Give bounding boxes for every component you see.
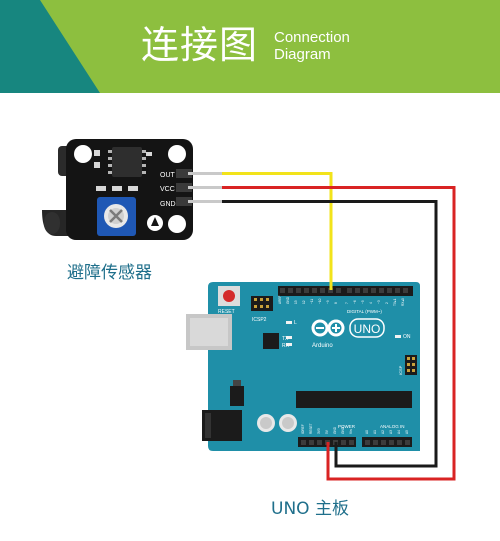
power-pin-label: GND: [333, 426, 337, 434]
analog-pin-label: A3: [389, 430, 393, 434]
mount-hole-icon: [168, 145, 186, 163]
power-pin-label: Vin: [349, 429, 353, 434]
digital-pin-label: 4: [369, 302, 373, 304]
wire-vcc-red: [222, 186, 456, 481]
led-label-on: ON: [403, 334, 411, 340]
digital-pin-label: 2: [385, 302, 389, 304]
digital-pin-label: GND: [286, 296, 290, 304]
analog-label: ANALOG IN: [380, 424, 405, 429]
power-pin-label: 5V: [325, 429, 329, 434]
icsp-label: ICSP: [398, 365, 403, 375]
led-label-l: L: [294, 320, 297, 326]
digital-pin-label: 7: [345, 302, 349, 304]
wire-out-yellow: [222, 172, 333, 290]
digital-header: [278, 286, 413, 296]
digital-pin-label: TX▸1: [393, 298, 397, 306]
voltage-regulator: [230, 386, 244, 406]
icsp-header: [405, 355, 417, 375]
page-subtitle: Connection Diagram: [274, 29, 350, 63]
pin-label-vcc: VCC: [160, 186, 175, 193]
obstacle-sensor-module: OUT VCC GND: [42, 139, 224, 240]
mount-hole-icon: [74, 145, 92, 163]
power-label: POWER: [338, 424, 356, 429]
connection-wires: [222, 172, 456, 481]
digital-pin-label: ~3: [377, 300, 381, 304]
digital-pin-label: RX◂0: [401, 298, 405, 306]
header-banner: 连接图 Connection Diagram: [0, 0, 500, 93]
uno-logo-text: UNO: [354, 322, 381, 336]
atmega-chip: [296, 391, 412, 408]
arduino-logo-icon: [311, 319, 345, 337]
board-pcb: [208, 282, 420, 451]
led-label-tx: TX: [282, 336, 289, 342]
analog-pin-label: A4: [397, 430, 401, 434]
digital-pin-label: 8: [334, 302, 338, 304]
analog-pin-label: A5: [405, 430, 409, 434]
arduino-uno-board: RESET ICSP2 L TX RX ON UNO Arduino: [186, 282, 420, 451]
subtitle-line-1: Connection: [274, 29, 350, 46]
usb-chip: [263, 333, 279, 349]
power-pin-label: 3V3: [317, 428, 321, 434]
digital-pin-label: ~5: [361, 300, 365, 304]
analog-pin-label: A2: [381, 430, 385, 434]
board-caption: UNO 主板: [271, 499, 349, 519]
analog-pin-label: A1: [373, 430, 377, 434]
analog-pin-label: A0: [365, 430, 369, 434]
subtitle-line-2: Diagram: [274, 46, 331, 63]
digital-pin-label: ~6: [353, 300, 357, 304]
pin-label-gnd: GND: [160, 201, 176, 208]
digital-pin-label: ~10: [318, 298, 322, 304]
digital-label: DIGITAL (PWM~): [347, 309, 382, 314]
pin-label-out: OUT: [160, 172, 176, 179]
led-label-rx: RX: [282, 343, 290, 349]
digital-header-pins: [280, 288, 408, 293]
digital-pin-label: ~11: [310, 299, 314, 304]
wire-gnd-black: [222, 200, 438, 468]
power-pin-label: IOREF: [301, 424, 305, 434]
power-pin-label: GND: [341, 426, 345, 434]
analog-header: [362, 437, 412, 447]
page-title: 连接图: [141, 23, 259, 67]
comparator-chip: [112, 147, 142, 177]
reset-label: RESET: [218, 309, 235, 315]
digital-pin-label: AREF: [278, 295, 282, 304]
arduino-brand: Arduino: [312, 343, 333, 349]
power-pin-label: RESET: [309, 423, 313, 434]
digital-pin-label: 13: [294, 300, 298, 304]
sensor-header: [176, 169, 224, 206]
digital-pin-label: ~9: [326, 300, 330, 304]
sensor-caption: 避障传感器: [67, 263, 152, 283]
icsp2-label: ICSP2: [252, 317, 267, 323]
mount-hole-icon: [168, 215, 186, 233]
digital-pin-label: 12: [302, 300, 306, 304]
